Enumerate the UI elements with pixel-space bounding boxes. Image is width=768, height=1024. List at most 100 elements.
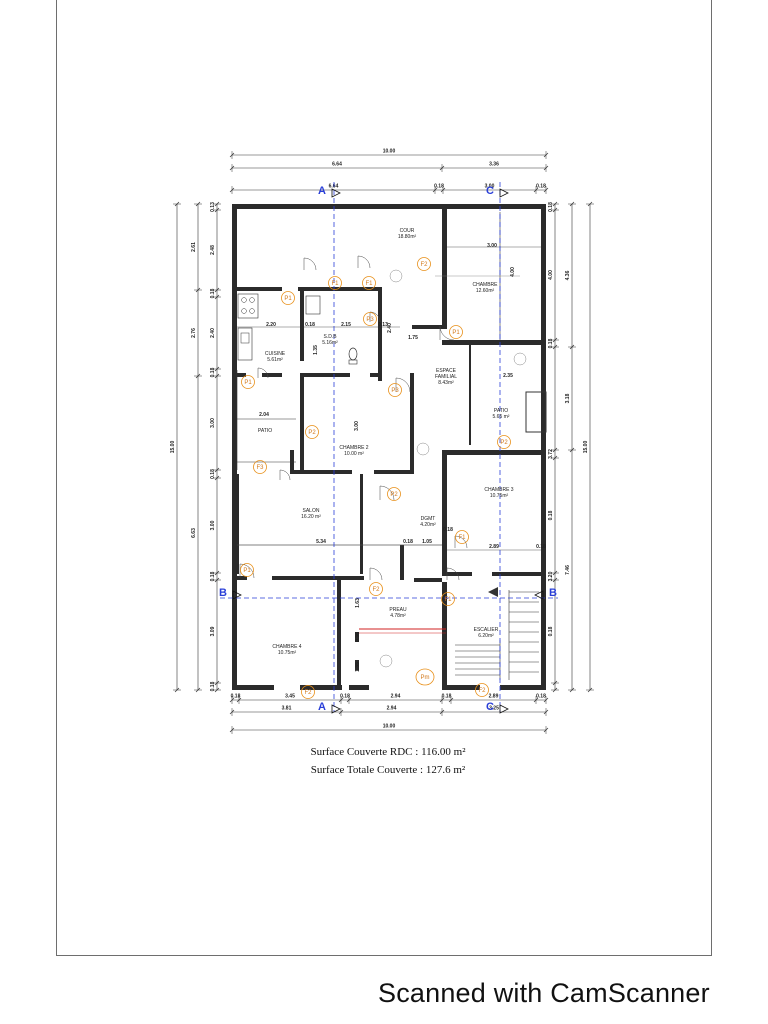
dim-right-inner-label: 0.18: [548, 626, 554, 636]
door-swing-8: [369, 567, 383, 581]
door-tag-label: P2: [308, 430, 316, 436]
dim-left-inner-tick: [214, 475, 220, 481]
wall-preau-north: [414, 578, 442, 582]
dim-left-inner-tick: [214, 294, 220, 300]
kitchen-sink: [237, 327, 253, 361]
door-swing-5: [379, 485, 395, 501]
door-tag-marker: [388, 383, 402, 397]
dim-top-parts-label: 6.64: [332, 162, 342, 168]
section-mark-c-top-arrow-icon: [499, 188, 509, 198]
dim-right-mid-tick: [569, 687, 575, 693]
dim-left-inner-tick: [214, 373, 220, 379]
door-tag-label: F1: [458, 535, 466, 541]
section-mark-b-right-arrow-icon: [534, 590, 544, 600]
door-tag-marker: [305, 425, 319, 439]
dim-top-segments-label: 0.18: [536, 184, 546, 190]
wall-chambre3-south-b: [492, 572, 546, 576]
dim-top-parts-tick: [439, 165, 445, 171]
room-area: 4.78m²: [390, 613, 406, 619]
dim-left-inner-label: 3.09: [210, 626, 216, 636]
room-area: 10.75m²: [278, 650, 297, 656]
wall-north: [232, 204, 546, 209]
section-mark-c-top-letter: C: [486, 185, 494, 197]
dim-right-total-tick: [587, 687, 593, 693]
drawing-sheet: [56, 0, 712, 956]
dim-top-segments-label: 3.00: [485, 184, 495, 190]
dim-bottom-segments-tick: [338, 697, 344, 703]
inner-dimension-label: 2.40: [387, 323, 393, 333]
wall-chambre2-south: [292, 470, 352, 474]
inner-dimension-label: 0.18: [536, 544, 546, 550]
dim-right-inner-label: 0.18: [548, 202, 554, 212]
dim-left-inner-tick: [214, 207, 220, 213]
room-area: 18.80m²: [398, 234, 417, 240]
door-tag-label: P1: [452, 330, 460, 336]
door-tag-label: P2: [500, 440, 508, 446]
wall-chambre2-west: [300, 377, 304, 474]
dim-right-mid-label: 7.46: [565, 565, 571, 575]
dim-right-inner-label: 4.00: [548, 270, 554, 280]
dim-left-inner-label: 0.13: [210, 202, 216, 212]
dim-left-inner-tick: [214, 577, 220, 583]
door-swing-10: [279, 469, 291, 481]
dim-left-inner-label: 0.18: [210, 367, 216, 377]
scanner-watermark: Scanned with CamScanner: [378, 978, 710, 1008]
burner-icon: [249, 308, 255, 314]
door-tag-marker: [241, 375, 255, 389]
dim-bottom-outer-label: 3.81: [282, 706, 292, 712]
stair-arrow-icon: [488, 587, 498, 597]
room-name: ESCALIER: [474, 627, 499, 633]
wall-dgmt-stub: [400, 545, 404, 580]
dim-bottom-outer-tick: [229, 709, 235, 715]
room-name: PATIO: [258, 428, 272, 434]
door-tag-label: F3: [256, 465, 264, 471]
dim-left-total-tick: [174, 687, 180, 693]
wall-escalier-west: [442, 582, 447, 685]
dim-right-inner-label: 3.72: [548, 449, 554, 459]
dim-right-mid-tick: [569, 447, 575, 453]
room-area: 10.75m²: [490, 493, 509, 499]
section-mark-c-bottom-letter: C: [486, 701, 494, 713]
dim-left-total-label: 15.00: [170, 441, 176, 454]
dim-left-inner-label: 0.18: [210, 571, 216, 581]
wall-cuisine-south-b: [232, 373, 246, 377]
section-mark-b-left-arrow-icon: [232, 590, 242, 600]
door-tag-label: F2: [420, 262, 428, 268]
wall-chambre1-stub: [412, 325, 442, 329]
wall-chambre2-north-b: [370, 373, 382, 377]
wall-chambre3-west: [442, 455, 447, 555]
inner-dimension-label: 2.04: [259, 412, 269, 418]
burner-icon: [241, 308, 247, 314]
room-area: 5.61m²: [267, 357, 283, 363]
door-tag-label: P3: [366, 317, 374, 323]
dim-bottom-segments-tick: [236, 697, 242, 703]
fixtures: [237, 255, 547, 680]
dim-top-segments-tick: [440, 187, 446, 193]
door-tag-marker: [441, 592, 455, 606]
inner-dimension-label: 1.63: [355, 598, 361, 608]
dim-left-inner-label: 0.18: [210, 288, 216, 298]
inner-dimension-label: 2.20: [266, 322, 276, 328]
wall-cuisine-south: [262, 373, 282, 377]
dim-left-total-tick: [174, 201, 180, 207]
dim-left-inner-label: 0.18: [210, 681, 216, 691]
dim-left-inner-label: 2.48: [210, 245, 216, 255]
door-swing-3: [439, 325, 455, 341]
inner-dimension-label: 1.35: [355, 662, 361, 672]
inner-dimension-label: 2.15: [341, 322, 351, 328]
door-swing-2: [369, 311, 381, 323]
room-name: CHAMBRE 4: [272, 644, 301, 650]
dim-left-inner-label: 3.00: [210, 418, 216, 428]
dim-bottom-total-tick: [229, 727, 235, 733]
door-tag-marker: [449, 325, 463, 339]
door-swing-1: [357, 255, 371, 269]
wall-west: [232, 204, 237, 690]
dim-left-mid-tick: [195, 687, 201, 693]
dim-right-mid-label: 3.18: [565, 393, 571, 403]
dim-right-inner-tick: [552, 344, 558, 350]
dim-right-inner-label: 3.20: [548, 571, 554, 581]
cooktop: [237, 293, 259, 319]
section-mark-b-right-letter: B: [549, 587, 557, 599]
dim-left-mid-label: 6.63: [191, 528, 197, 538]
